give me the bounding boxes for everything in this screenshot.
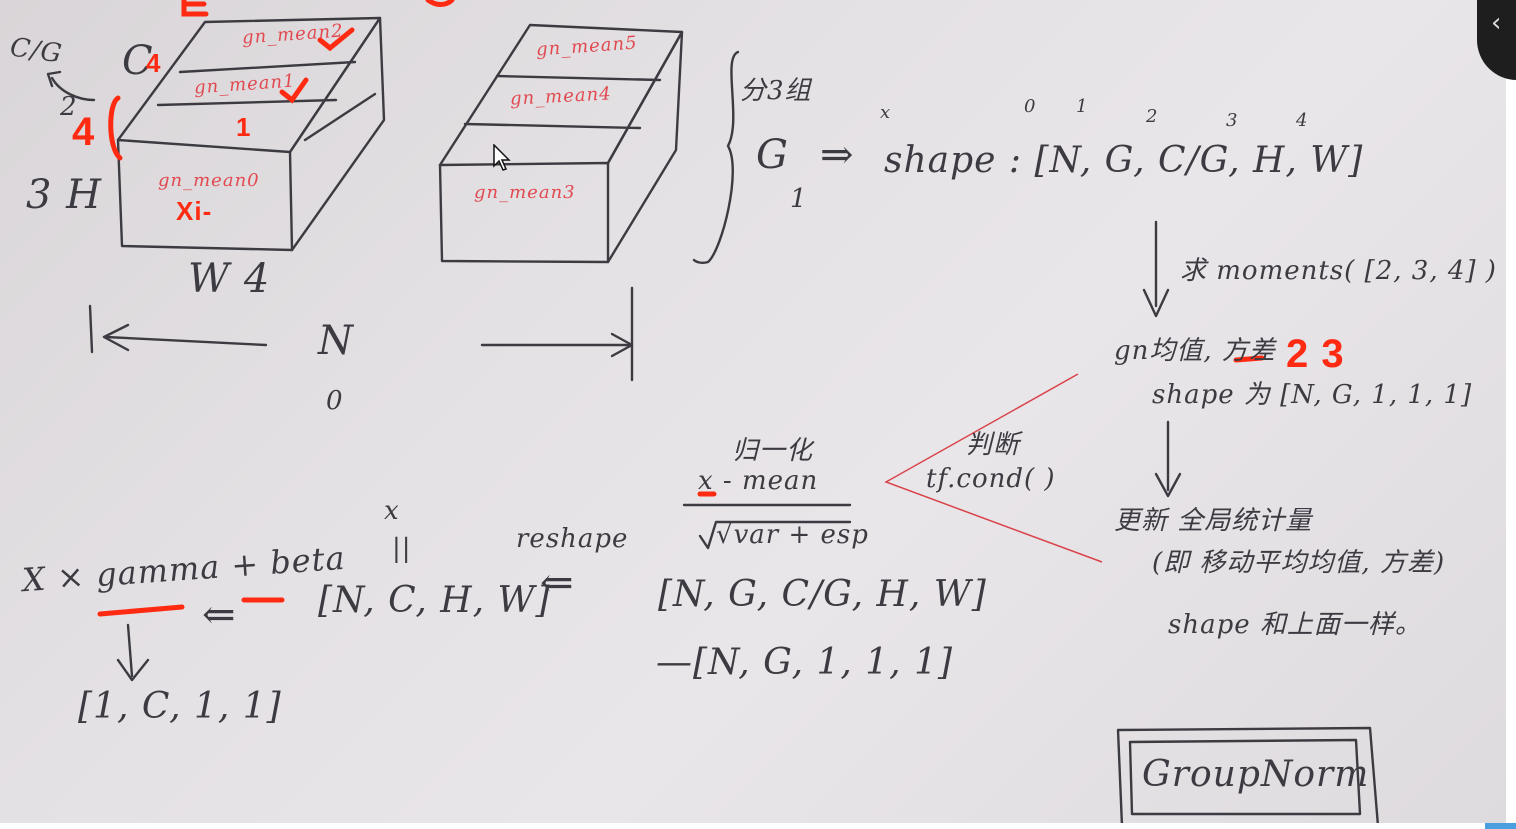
- normalize-numerator: x - mean: [698, 466, 819, 496]
- normalize-shape2: —[N, G, 1, 1, 1]: [656, 642, 954, 683]
- normalize-shape1: [N, G, C/G, H, W]: [658, 574, 987, 615]
- reshape-arrow: ⇐: [540, 560, 575, 606]
- update-line2: (即 移动平均均值, 方差): [1152, 548, 1446, 578]
- reshape-x: x: [384, 496, 400, 526]
- red-four-label: 4: [146, 48, 162, 78]
- index-4: 4: [1296, 110, 1309, 131]
- n-index-label: 0: [326, 386, 344, 416]
- reshape-shape: [N, C, H, W]: [318, 580, 551, 621]
- split-label: 分3组: [740, 76, 812, 106]
- judge-label: 判断: [966, 430, 1021, 460]
- w4-label: W 4: [188, 256, 271, 302]
- stats-red-nums: 2 3: [1286, 332, 1345, 376]
- three-h-label: 3 H: [26, 172, 103, 218]
- index-2: 2: [1146, 106, 1159, 127]
- stats-line2: shape 为 [N, G, 1, 1, 1]: [1152, 380, 1473, 410]
- index-0: 0: [1024, 96, 1037, 117]
- two-label: 2: [60, 92, 78, 122]
- shape-formula: shape : [N, G, C/G, H, W]: [884, 140, 1364, 181]
- param-shape: [1, C, 1, 1]: [78, 686, 282, 727]
- g-label: G: [756, 132, 789, 178]
- left-face-front-label: gn_mean0: [158, 170, 260, 191]
- reshape-eq: ||: [392, 534, 412, 564]
- normalize-label: 归一化: [732, 436, 814, 466]
- update-line3: shape 和上面一样。: [1168, 610, 1422, 640]
- normalize-denominator: √var + esp: [716, 520, 869, 550]
- red-four-side-label: 4: [72, 110, 96, 154]
- bottom-strip: [1485, 823, 1516, 829]
- groupnorm-label: GroupNorm: [1142, 754, 1370, 795]
- index-1: 1: [1076, 96, 1089, 117]
- implies-arrow: ⇒: [820, 132, 855, 178]
- mouse-cursor-icon: [493, 144, 511, 171]
- stats-line1: gn均值, 方差: [1114, 336, 1276, 366]
- update-line1: 更新 全局统计量: [1114, 506, 1313, 536]
- output-arrow: ⇐: [202, 592, 237, 638]
- index-3: 3: [1226, 110, 1239, 131]
- xi-label: Xi-: [176, 196, 213, 226]
- n-label: N: [318, 318, 354, 364]
- arrow-left-icon: ‹: [1491, 8, 1502, 38]
- red-one-label: 1: [236, 112, 252, 142]
- right-face-front-label: gn_mean3: [474, 182, 576, 203]
- one-label: 1: [790, 184, 808, 214]
- x-label: x: [880, 102, 892, 123]
- moments-text: 求 moments( [2, 3, 4] ): [1180, 256, 1497, 286]
- c-label: C: [122, 38, 154, 84]
- tf-cond-label: tf.cond( ): [926, 464, 1056, 494]
- reshape-label: reshape: [516, 524, 629, 554]
